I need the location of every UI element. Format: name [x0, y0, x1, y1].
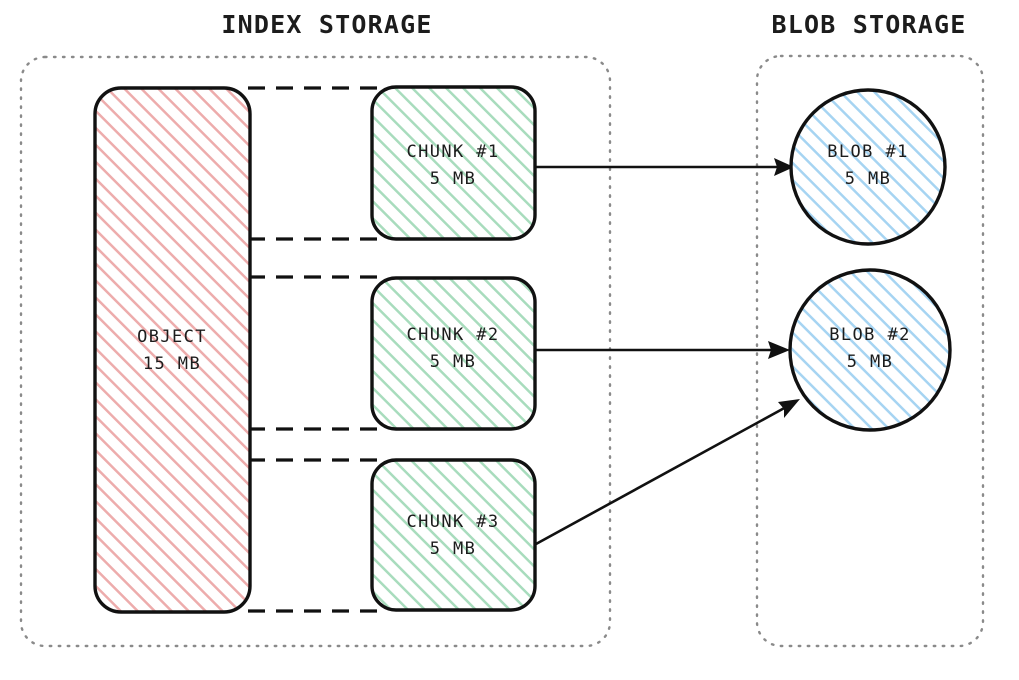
chunk-node-2[interactable]: CHUNK #2 5 MB: [370, 276, 537, 431]
index-storage-group-frame: [19, 55, 612, 648]
object-node[interactable]: OBJECT 15 MB: [93, 86, 252, 614]
index-storage-title: INDEX STORAGE: [221, 10, 432, 39]
blob-2-name-label: BLOB #2: [829, 325, 910, 345]
arrow-1-head: [774, 158, 794, 176]
chunk-3-name-label: CHUNK #3: [406, 512, 499, 532]
chunk-1-name-label: CHUNK #1: [406, 142, 499, 162]
chunk-1-size-label: 5 MB: [430, 169, 477, 189]
chunk-3-box-shape: [370, 458, 537, 612]
blob-node-2[interactable]: BLOB #2 5 MB: [788, 268, 952, 432]
chunk-3-size-label: 5 MB: [430, 539, 477, 559]
chunk-to-blob-arrow-3: [535, 399, 800, 546]
chunk-to-blob-arrow-2: [536, 341, 790, 359]
chunk-2-size-label: 5 MB: [430, 352, 477, 372]
object-box-shape: [93, 86, 252, 614]
chunk-2-name-label: CHUNK #2: [406, 325, 499, 345]
blob-node-1[interactable]: BLOB #1 5 MB: [789, 88, 947, 246]
chunk-1-box-shape: [370, 85, 537, 241]
blob-storage-title: BLOB STORAGE: [771, 10, 966, 39]
blob-2-circle-shape: [788, 268, 952, 432]
blob-1-circle-shape: [789, 88, 947, 246]
object-size-label: 15 MB: [143, 354, 201, 374]
arrow-3-head: [778, 399, 800, 418]
chunk-node-1[interactable]: CHUNK #1 5 MB: [370, 85, 537, 241]
object-chunk-connectors: [248, 86, 382, 613]
blob-1-size-label: 5 MB: [845, 169, 892, 189]
arrow-3-line: [535, 404, 789, 546]
blob-2-size-label: 5 MB: [847, 352, 894, 372]
chunk-2-box-shape: [370, 276, 537, 431]
chunk-node-3[interactable]: CHUNK #3 5 MB: [370, 458, 537, 612]
arrow-2-head: [768, 341, 790, 359]
chunk-to-blob-arrow-1: [536, 158, 794, 176]
blob-1-name-label: BLOB #1: [827, 142, 908, 162]
object-name-label: OBJECT: [137, 327, 207, 347]
blob-storage-group-frame: [755, 54, 985, 648]
